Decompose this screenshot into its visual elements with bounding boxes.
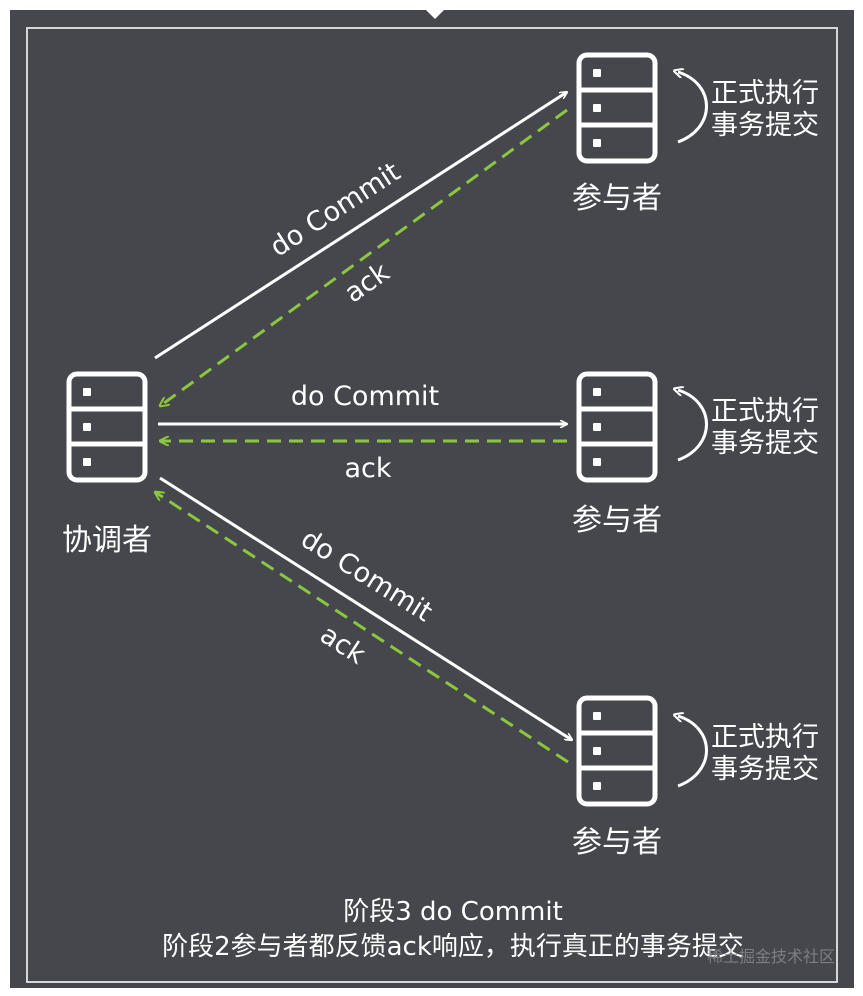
watermark: 稀土掘金技术社区 <box>707 947 835 966</box>
commit-note-line2: 事务提交 <box>711 110 819 141</box>
commit-note-line2: 事务提交 <box>711 754 819 785</box>
curved-arrow-icon <box>678 716 708 788</box>
do-commit-arrow <box>154 92 567 360</box>
commit-note-line1: 正式执行 <box>711 396 819 427</box>
panel-background <box>10 10 854 988</box>
ack-arrow <box>160 108 568 406</box>
caption-line2: 阶段2参与者都反馈ack响应，执行真正的事务提交 <box>162 932 744 962</box>
panel-frame <box>26 27 838 983</box>
participant-label: 参与者 <box>572 825 662 860</box>
top-pointer-icon <box>426 10 444 19</box>
ack-arrow <box>155 492 569 764</box>
coordinator-label: 协调者 <box>62 523 152 558</box>
do-commit-arrow <box>159 476 572 740</box>
do-commit-label: do Commit <box>291 381 439 412</box>
ack-label: ack <box>344 453 391 484</box>
caption-line1: 阶段3 do Commit <box>343 897 563 927</box>
curved-arrow-icon <box>678 72 708 144</box>
participant-node: 参与者 正式执行 事务提交 <box>572 55 819 216</box>
commit-note-line1: 正式执行 <box>711 722 819 753</box>
coordinator-node: 协调者 <box>62 374 152 558</box>
participant-node: 参与者 正式执行 事务提交 <box>572 374 819 538</box>
commit-note-line2: 事务提交 <box>711 428 819 459</box>
participant-label: 参与者 <box>572 503 662 538</box>
participant-node: 参与者 正式执行 事务提交 <box>572 698 819 860</box>
curved-arrow-icon <box>678 390 708 462</box>
participant-label: 参与者 <box>572 181 662 216</box>
commit-note-line1: 正式执行 <box>711 78 819 109</box>
